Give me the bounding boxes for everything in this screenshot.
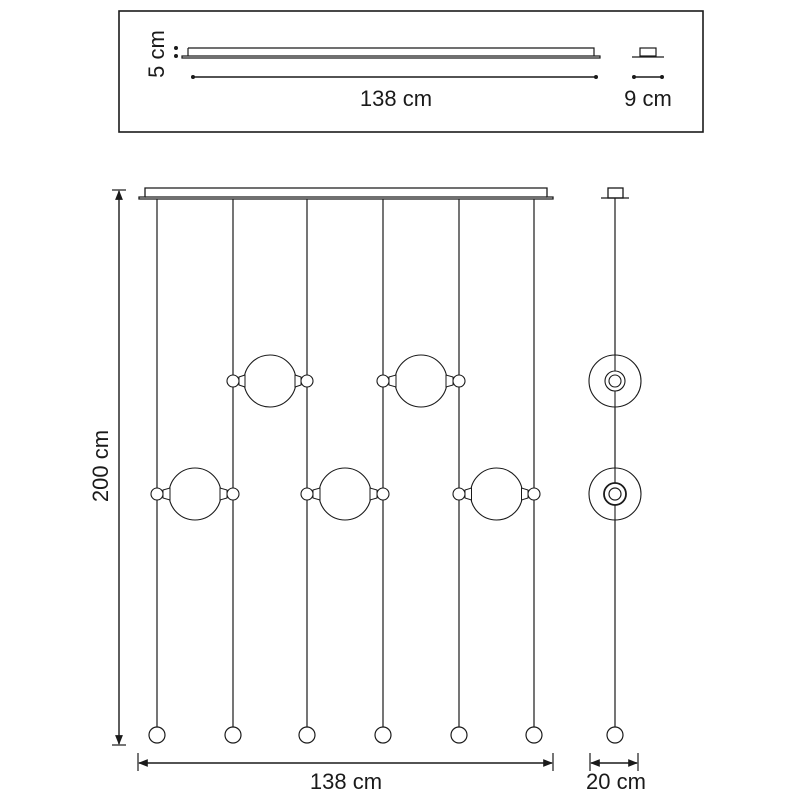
globe-clip-left xyxy=(388,374,397,388)
globe-bead-right xyxy=(376,487,390,501)
glass-globe-2 xyxy=(376,354,466,408)
globe-clip-right xyxy=(521,487,529,501)
width-20cm-dimension: 20 cm xyxy=(586,753,646,794)
globe-bead-left xyxy=(226,374,240,388)
end-weight-2 xyxy=(224,726,242,744)
end-weight-3 xyxy=(298,726,316,744)
height-5cm-dimension: 5 cm xyxy=(144,30,178,78)
globe-sphere xyxy=(318,467,372,521)
globe-bead-left xyxy=(376,374,390,388)
globe-sphere xyxy=(168,467,222,521)
end-weight-4 xyxy=(374,726,392,744)
globe-sphere xyxy=(469,467,524,521)
glass-globe-3 xyxy=(150,467,240,521)
globe-clip-right xyxy=(219,487,228,501)
globe-bead-left xyxy=(150,487,164,501)
globe-bead-left xyxy=(452,487,466,501)
front-view: 200 cm 138 cm xyxy=(88,187,554,794)
globe-clip-right xyxy=(294,374,302,388)
height-200cm-label: 200 cm xyxy=(88,430,113,502)
globe-bead-right xyxy=(300,374,314,388)
length-138cm-dimension-top: 138 cm xyxy=(191,75,598,111)
length-138cm-label-top: 138 cm xyxy=(360,86,432,111)
glass-globe-4 xyxy=(300,467,390,521)
globe-bead-right xyxy=(226,487,240,501)
suspension-cords xyxy=(156,199,535,727)
canopy-side-view xyxy=(601,187,629,199)
globe-clip-left xyxy=(238,374,246,388)
depth-9cm-dimension: 9 cm xyxy=(624,75,672,111)
end-weight-1 xyxy=(148,726,166,744)
glass-globe-1 xyxy=(226,354,314,408)
canopy-front-view xyxy=(138,187,554,200)
height-200cm-dimension: 200 cm xyxy=(88,189,126,746)
globe-bead-right xyxy=(527,487,541,501)
side-end-weight xyxy=(606,726,624,744)
canopy-detail-panel: 5 cm 138 cm 9 cm xyxy=(118,10,704,133)
globe-clip-right xyxy=(445,374,454,388)
globe-clip-left xyxy=(312,487,321,501)
width-138cm-dimension: 138 cm xyxy=(137,753,554,794)
canopy-bar-top-view xyxy=(181,47,601,59)
cord-end-weights xyxy=(148,726,543,744)
glass-globe-5 xyxy=(452,467,541,521)
globe-clip-left xyxy=(464,487,472,501)
glass-globes xyxy=(150,354,541,521)
width-20cm-label: 20 cm xyxy=(586,769,646,794)
side-globe-lower xyxy=(588,467,642,521)
end-weight-5 xyxy=(450,726,468,744)
canopy-side-top-view xyxy=(632,47,664,58)
globe-clip-right xyxy=(369,487,378,501)
detail-frame xyxy=(118,10,704,133)
globe-sphere xyxy=(243,354,297,408)
globe-clip-left xyxy=(162,487,171,501)
side-globe-upper xyxy=(588,354,642,408)
depth-9cm-label: 9 cm xyxy=(624,86,672,111)
side-view: 20 cm xyxy=(586,187,646,794)
height-5cm-label: 5 cm xyxy=(144,30,169,78)
end-weight-6 xyxy=(525,726,543,744)
width-138cm-label: 138 cm xyxy=(310,769,382,794)
globe-bead-right xyxy=(452,374,466,388)
globe-sphere xyxy=(394,354,448,408)
globe-bead-left xyxy=(300,487,314,501)
